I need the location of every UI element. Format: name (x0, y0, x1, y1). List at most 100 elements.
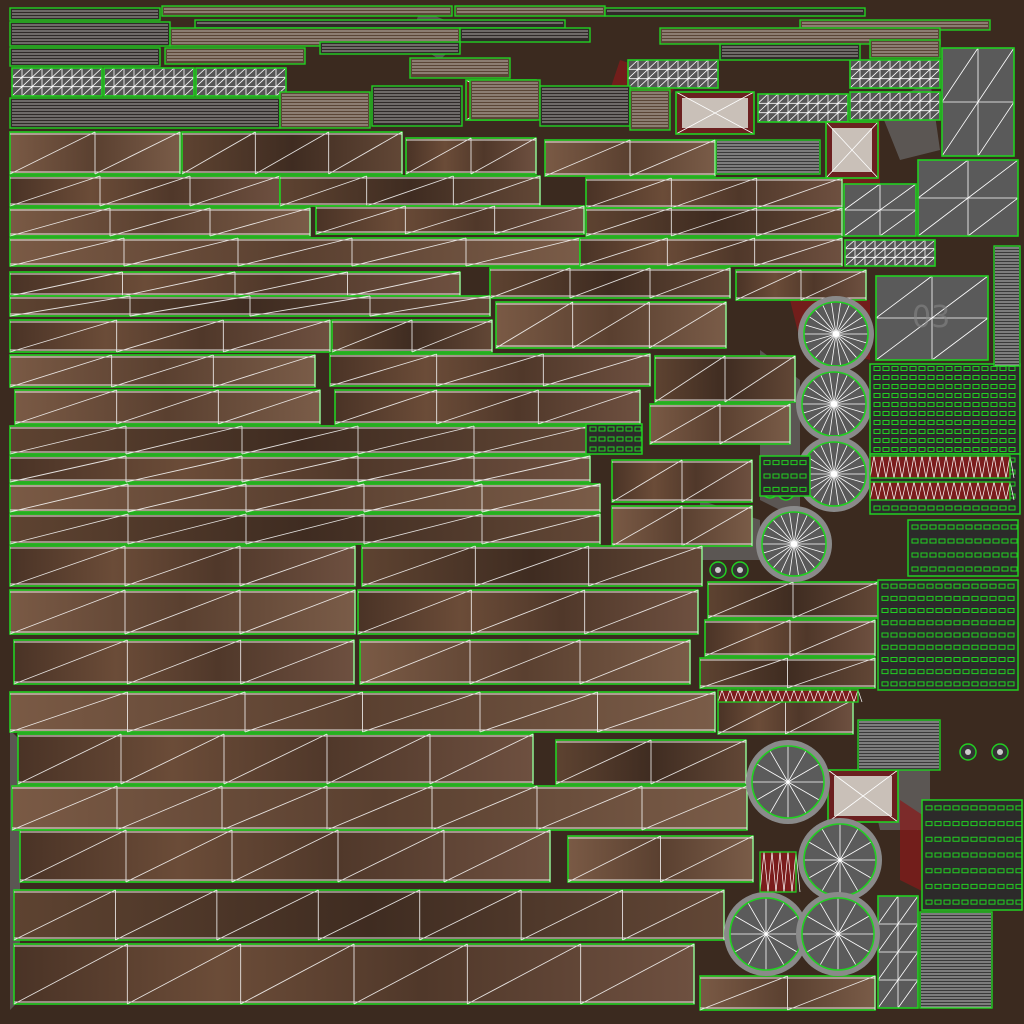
plank-wire (9, 207, 311, 237)
wheel (796, 892, 880, 976)
wood-plank (567, 835, 754, 883)
plank-wire (717, 699, 854, 735)
wood-plank (611, 505, 753, 547)
plank-wire (699, 657, 876, 689)
wheel (724, 892, 808, 976)
strip-wire (462, 30, 588, 38)
small-ring (991, 743, 1009, 761)
cluster-outline (907, 519, 1019, 577)
wheel-spokes (804, 302, 868, 366)
red-hatch (869, 481, 1015, 501)
wood-plank (9, 295, 491, 317)
hatch-outline (717, 689, 859, 703)
strip-fill (605, 8, 865, 16)
plank-wire (13, 943, 695, 1005)
metal-part-islands (11, 47, 1019, 1009)
strip-outline (9, 7, 161, 21)
ring-core (997, 749, 1003, 755)
wood-plank (707, 581, 879, 619)
wood-plank (735, 269, 867, 301)
ring-outline (991, 743, 1009, 761)
wood-plank (555, 739, 747, 785)
strip-wire (12, 24, 168, 44)
plank-wire (585, 177, 843, 209)
red-outline (675, 91, 755, 135)
cluster-outline (921, 799, 1023, 911)
plank-wire (359, 639, 691, 685)
plank-wire (9, 691, 716, 733)
plank-wire (9, 513, 601, 545)
wood-plank (9, 207, 311, 237)
mesh-panel (849, 91, 941, 121)
mesh-panel (103, 67, 195, 97)
strip-fill (720, 44, 860, 60)
wheel-spokes (802, 372, 866, 436)
wood-plank (13, 889, 725, 941)
strip-wire (662, 30, 938, 41)
wood-plank (717, 699, 854, 735)
plank-wire (9, 354, 316, 388)
strip-wire (872, 42, 938, 56)
ring-core (965, 749, 971, 755)
small-ring (731, 561, 749, 579)
strip-fill (455, 6, 605, 16)
wood-plank (279, 175, 541, 207)
wood-plank (9, 589, 356, 635)
plank-wire (735, 269, 867, 301)
strip-fill (162, 6, 452, 16)
hatch-outline (869, 455, 1011, 479)
plank-wire (567, 835, 754, 883)
thin-strip (164, 47, 306, 65)
red-wire (825, 121, 879, 179)
red-hatch (869, 455, 1015, 479)
wheel (796, 436, 872, 512)
cluster-outline (877, 579, 1019, 691)
strip-wire (12, 50, 158, 64)
mesh-panel (195, 67, 287, 97)
plank-wire (334, 389, 641, 425)
wood-plank (579, 237, 843, 267)
wheel (796, 366, 872, 442)
wheel-outline (801, 897, 875, 971)
wheel-spokes (762, 512, 826, 576)
wood-plank (13, 639, 355, 685)
plate-outline (919, 911, 993, 1009)
strip-wire (472, 82, 538, 117)
strip-outline (459, 27, 591, 43)
plank-wire (9, 545, 356, 587)
wood-plank (611, 459, 753, 503)
strip-wire (164, 8, 450, 13)
plank-wire (544, 139, 716, 177)
thin-strip (9, 97, 281, 129)
wheel (746, 740, 830, 824)
red-wire (675, 91, 755, 135)
cluster-fill (922, 800, 1022, 910)
strip-outline (719, 43, 861, 61)
plank-wire (405, 137, 537, 175)
mesh-panel (877, 895, 919, 1009)
panel-outline (11, 67, 103, 97)
wheel (798, 296, 874, 372)
plank-wire (489, 267, 731, 299)
cluster-marks (873, 366, 1016, 452)
strip-outline (371, 85, 463, 127)
strip-wire (12, 100, 278, 126)
wood-plank (329, 353, 651, 387)
thin-strip (371, 85, 463, 127)
thin-strip (604, 7, 866, 17)
plank-wire (9, 295, 491, 317)
striped-plate (715, 139, 821, 175)
plate-lines (995, 247, 1019, 366)
plate-fill (858, 720, 940, 770)
detail-cluster (921, 799, 1023, 911)
plate-fill (920, 912, 992, 1008)
plank-wire (9, 589, 356, 635)
wheel-spokes (730, 898, 802, 970)
plank-wire (704, 619, 876, 657)
mesh-panel (849, 59, 941, 89)
wood-plank (9, 691, 716, 733)
strip-outline (409, 57, 511, 79)
strip-wire (322, 44, 458, 52)
thin-strip (454, 5, 606, 17)
